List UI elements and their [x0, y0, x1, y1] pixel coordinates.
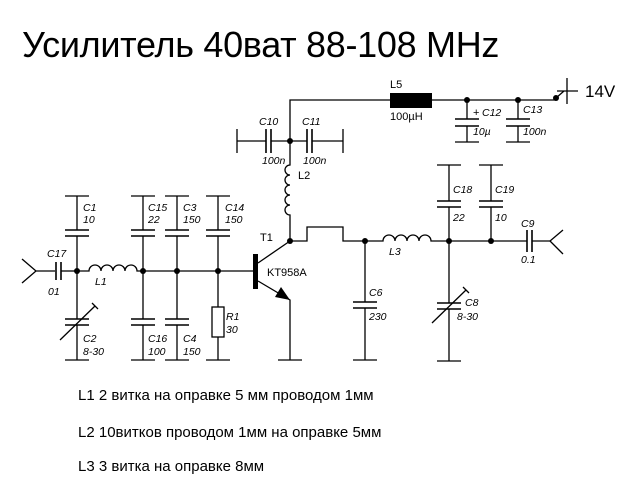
inductor-l3: L3: [365, 234, 449, 258]
c9-name: C9: [521, 218, 535, 230]
capacitor-c14: C14 150: [206, 195, 244, 271]
capacitor-c10: C10 100n: [236, 116, 290, 167]
c8-value: 8-30: [457, 311, 478, 323]
capacitor-c3: C3 150: [165, 195, 201, 271]
inductor-l5: L5 100µH: [390, 79, 432, 123]
resistor-r1: R1 30: [206, 271, 239, 361]
c18-value: 22: [452, 212, 465, 224]
c13-value: 100n: [523, 126, 547, 138]
c12-name: C12: [482, 107, 501, 119]
c15-name: C15: [148, 202, 167, 214]
capacitor-c16: C16 100: [131, 271, 167, 361]
c18-name: C18: [453, 184, 472, 196]
trimmer-capacitor-c2: C2 8-30: [59, 271, 104, 361]
c12-value: 10µ: [473, 126, 491, 138]
c10-name: C10: [259, 116, 278, 128]
t1-name: T1: [260, 232, 273, 244]
c2-name: C2: [83, 333, 97, 345]
r1-name: R1: [226, 311, 239, 323]
r1-value: 30: [226, 324, 238, 336]
c16-name: C16: [148, 333, 167, 345]
c1-name: C1: [83, 202, 96, 214]
c14-value: 150: [225, 214, 243, 226]
c6-value: 230: [368, 311, 387, 323]
c3-name: C3: [183, 202, 197, 214]
supply-voltage-label: 14V: [585, 82, 616, 101]
capacitor-c17: C17 01: [47, 248, 77, 298]
c17-name: C17: [47, 248, 67, 260]
winding-note-l1: L1 2 витка на оправке 5 мм проводом 1мм: [78, 387, 374, 404]
c19-value: 10: [495, 212, 507, 224]
transistor-t1: T1 KT958A: [253, 232, 307, 361]
capacitor-c11: C11 100n: [290, 116, 344, 167]
c4-value: 150: [183, 346, 201, 358]
l5-value: 100µH: [390, 111, 423, 123]
capacitor-c1: C1 10: [65, 195, 96, 271]
winding-note-l2: L2 10витков проводом 1мм на оправке 5мм: [78, 424, 382, 441]
trimmer-capacitor-c8: C8 8-30: [431, 241, 479, 362]
c14-name: C14: [225, 202, 244, 214]
c8-name: C8: [465, 297, 479, 309]
inductor-l1: L1: [77, 264, 143, 288]
output-antenna-icon: [549, 229, 564, 255]
c2-value: 8-30: [83, 346, 104, 358]
c4-name: C4: [183, 333, 197, 345]
l1-name: L1: [95, 276, 107, 288]
capacitor-c18: C18 22: [437, 164, 472, 241]
c12-polarity: +: [473, 107, 479, 119]
inductor-l2: L2: [284, 141, 310, 241]
c11-value: 100n: [303, 155, 327, 167]
l3-name: L3: [389, 246, 401, 258]
l2-name: L2: [298, 170, 310, 182]
c17-value: 01: [48, 286, 60, 298]
capacitor-c4: C4 150: [165, 271, 201, 361]
capacitor-c13: C13 100n: [506, 100, 547, 143]
winding-note-l3: L3 3 витка на оправке 8мм: [78, 458, 265, 475]
c1-value: 10: [83, 214, 95, 226]
electrolytic-capacitor-c12: + C12 10µ: [455, 100, 501, 143]
c6-name: C6: [369, 287, 383, 299]
capacitor-c9: C9 0.1: [521, 218, 550, 266]
supply-terminal: 14V: [555, 78, 616, 104]
c15-value: 22: [147, 214, 160, 226]
c11-name: C11: [302, 116, 320, 128]
c16-value: 100: [148, 346, 166, 358]
input-antenna-icon: [21, 258, 55, 284]
c13-name: C13: [523, 104, 542, 116]
c9-value: 0.1: [521, 254, 536, 266]
c10-value: 100n: [262, 155, 286, 167]
c19-name: C19: [495, 184, 514, 196]
diagram-title: Усилитель 40ват 88-108 MHz: [22, 24, 500, 65]
capacitor-c15: C15 22: [131, 195, 167, 271]
capacitor-c6: C6 230: [353, 241, 387, 361]
l5-name: L5: [390, 79, 402, 91]
t1-part: KT958A: [267, 267, 307, 279]
c3-value: 150: [183, 214, 201, 226]
capacitor-c19: C19 10: [479, 164, 514, 241]
